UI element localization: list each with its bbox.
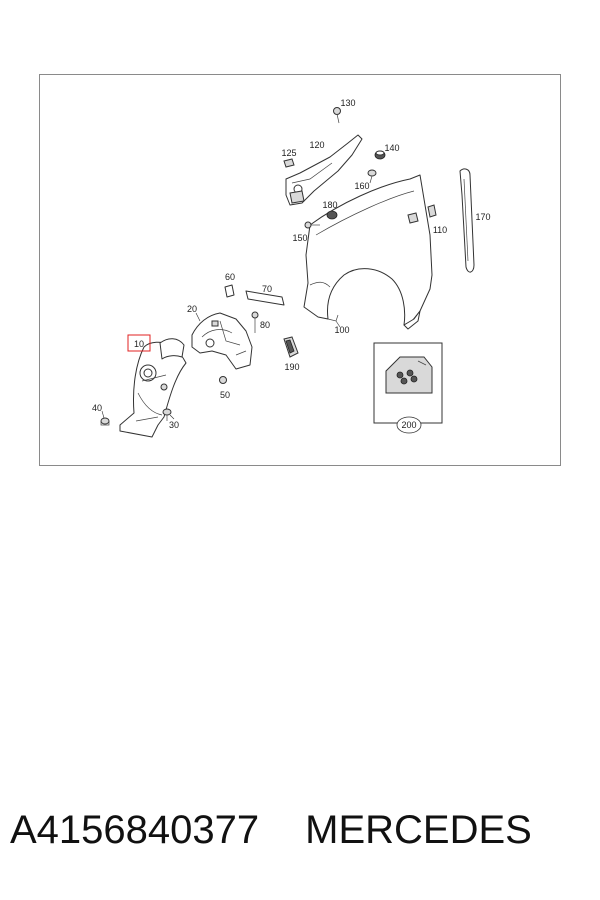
part-125-nut[interactable] bbox=[283, 158, 295, 168]
callout-180[interactable]: 180 bbox=[322, 200, 337, 210]
part-10-wheel-arch-liner[interactable] bbox=[119, 338, 187, 438]
callout-80[interactable]: 80 bbox=[260, 320, 270, 330]
part-40-clip[interactable] bbox=[100, 417, 110, 426]
part-30-screw[interactable] bbox=[162, 408, 172, 421]
callout-190[interactable]: 190 bbox=[284, 362, 299, 372]
part-110-clip[interactable] bbox=[427, 204, 437, 218]
part-170-seal-strip[interactable] bbox=[459, 168, 475, 273]
part-150-screw[interactable] bbox=[304, 221, 320, 229]
callout-160[interactable]: 160 bbox=[354, 181, 369, 191]
callout-10-highlight bbox=[127, 334, 151, 352]
callout-40[interactable]: 40 bbox=[92, 403, 102, 413]
callout-200[interactable]: 200 bbox=[401, 420, 416, 430]
caption-bar: A4156840377 MERCEDES bbox=[0, 800, 600, 860]
callout-200-oval bbox=[396, 416, 422, 434]
part-100-fender[interactable] bbox=[303, 174, 433, 330]
part-60-retainer[interactable] bbox=[224, 284, 235, 298]
part-160-screw[interactable] bbox=[367, 169, 377, 184]
part-20-liner-section[interactable] bbox=[191, 312, 253, 370]
callout-70[interactable]: 70 bbox=[262, 284, 272, 294]
part-130-screw[interactable] bbox=[333, 107, 341, 124]
callout-120[interactable]: 120 bbox=[309, 140, 324, 150]
brand-name: MERCEDES bbox=[305, 807, 532, 852]
part-140-bushing[interactable] bbox=[374, 150, 386, 160]
part-number: A4156840377 bbox=[10, 807, 260, 852]
callout-60[interactable]: 60 bbox=[225, 272, 235, 282]
part-50-clip[interactable] bbox=[219, 376, 227, 384]
part-70-trim-strip[interactable] bbox=[245, 290, 285, 306]
part-120-bracket[interactable] bbox=[285, 134, 363, 206]
callout-30[interactable]: 30 bbox=[169, 420, 179, 430]
callout-140[interactable]: 140 bbox=[384, 143, 399, 153]
callout-20[interactable]: 20 bbox=[187, 304, 197, 314]
parts-diagram: 10 40 30 20 50 bbox=[92, 98, 491, 438]
part-190-bracket[interactable] bbox=[283, 336, 299, 358]
callout-50[interactable]: 50 bbox=[220, 390, 230, 400]
callout-130[interactable]: 130 bbox=[340, 98, 355, 108]
part-80-screw[interactable] bbox=[251, 311, 259, 333]
part-180-clip[interactable] bbox=[326, 210, 338, 220]
part-200-kit[interactable] bbox=[373, 342, 443, 424]
callout-10[interactable]: 10 bbox=[134, 339, 144, 349]
callout-110[interactable]: 110 bbox=[433, 225, 447, 235]
callout-170[interactable]: 170 bbox=[475, 212, 490, 222]
callout-125[interactable]: 125 bbox=[281, 148, 296, 158]
callout-100[interactable]: 100 bbox=[334, 325, 349, 335]
parts-diagram-frame: 10 40 30 20 50 bbox=[39, 74, 561, 466]
callout-150[interactable]: 150 bbox=[292, 233, 307, 243]
